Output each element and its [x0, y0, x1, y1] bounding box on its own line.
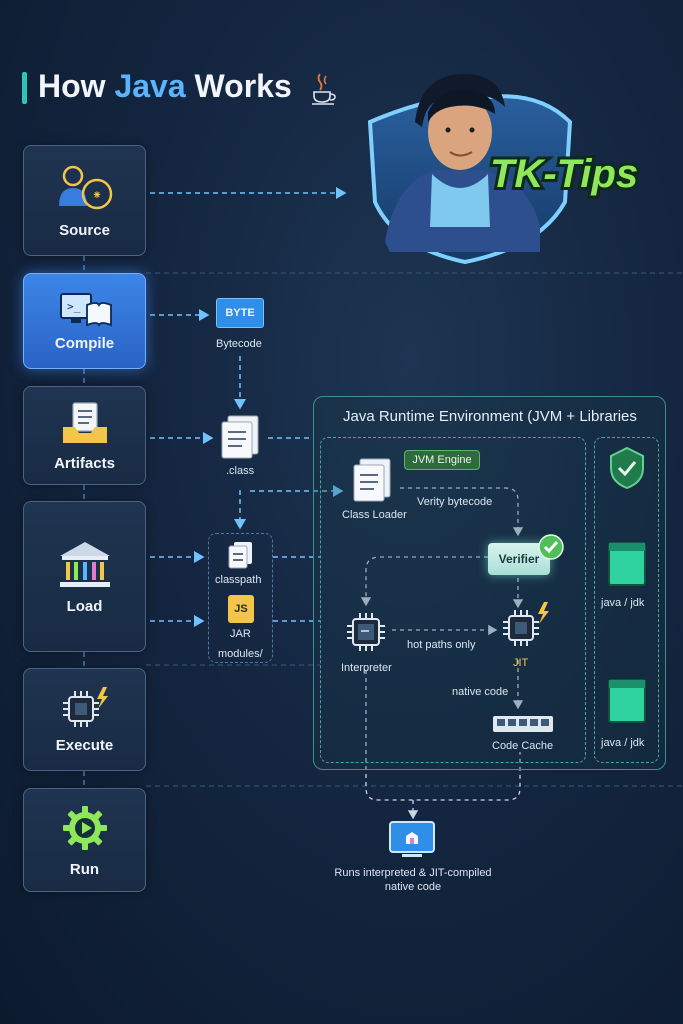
classpath-group — [208, 533, 273, 663]
gear-play-icon — [62, 805, 107, 850]
bytecode-label: Bytecode — [216, 338, 262, 350]
code-cache-label: Code Cache — [492, 740, 554, 752]
class-loader-label: Class Loader — [342, 509, 407, 521]
library-label: java / jdk — [601, 737, 645, 749]
library-building-icon — [59, 542, 110, 587]
interpreter-label: Interpreter — [341, 662, 392, 674]
stage-source[interactable]: ⁕ Source — [23, 145, 146, 256]
class-loader-icon — [353, 458, 391, 502]
arrow-loader-verifier — [400, 487, 524, 537]
hot-paths-label: hot paths only — [407, 639, 476, 651]
libraries-box — [594, 437, 659, 763]
svg-text:>_: >_ — [67, 300, 81, 313]
verify-bytecode-label: Verity bytecode — [417, 496, 493, 508]
bytecode-badge: BYTE — [216, 298, 264, 328]
stage-run[interactable]: Run — [23, 788, 146, 892]
monitor-book-icon: >_ — [59, 292, 112, 327]
developer-icon: ⁕ — [58, 165, 112, 210]
jar-label: JAR — [230, 628, 251, 640]
stage-label: Source — [59, 222, 110, 239]
stage-label: Artifacts — [54, 455, 115, 472]
document-tray-icon — [62, 402, 107, 443]
jit-chip-icon — [503, 602, 549, 646]
stage-execute[interactable]: Execute — [23, 668, 146, 771]
jvm-engine-box — [320, 437, 586, 763]
brand-text: TK-Tips — [490, 152, 638, 196]
library-book-icon — [608, 679, 646, 723]
page-title: How Java Works — [38, 68, 292, 104]
title-accent-bar — [22, 72, 27, 104]
coffee-cup-icon — [312, 73, 336, 105]
stage-label: Run — [69, 860, 100, 878]
stage-compile[interactable]: >_ Compile — [23, 273, 146, 369]
memory-module-icon — [493, 716, 553, 732]
library-book-icon — [608, 542, 646, 586]
stage-load[interactable]: Load — [23, 501, 146, 652]
brand-text-shadow: TK-Tips — [490, 152, 638, 196]
native-code-label: native code — [452, 686, 509, 698]
run-output-line1: Runs interpreted & JIT-compiled — [334, 867, 492, 879]
modules-label: modules/ — [218, 648, 263, 660]
check-icon — [538, 534, 564, 560]
interpreter-chip-icon — [347, 613, 385, 651]
class-file-icon — [221, 415, 259, 459]
stage-label: Load — [66, 598, 103, 615]
brand-logo: TK-Tips TK-Tips — [367, 73, 641, 265]
classpath-label: classpath — [215, 574, 262, 586]
security-shield-icon — [610, 446, 644, 490]
documents-icon — [228, 542, 252, 569]
class-file-label: .class — [226, 465, 255, 477]
run-output-line2: native code — [384, 881, 442, 893]
jre-title: Java Runtime Environment (JVM + Librarie… — [343, 408, 637, 425]
cpu-lightning-icon — [62, 687, 108, 727]
library-label: java / jdk — [601, 597, 645, 609]
stage-label: Execute — [55, 737, 114, 754]
stage-artifacts[interactable]: Artifacts — [23, 386, 146, 485]
jre-container — [313, 396, 666, 770]
stage-label: Compile — [54, 334, 115, 352]
monitor-icon — [389, 821, 435, 857]
arrow-exec-loop — [365, 670, 521, 801]
arrow-verifier-interpreter — [360, 556, 488, 607]
avatar — [385, 73, 540, 252]
svg-text:⁕: ⁕ — [91, 188, 101, 202]
jvm-engine-label: JVM Engine — [404, 450, 480, 470]
jar-icon: JS — [228, 595, 254, 623]
jit-label: JIT — [513, 657, 529, 669]
